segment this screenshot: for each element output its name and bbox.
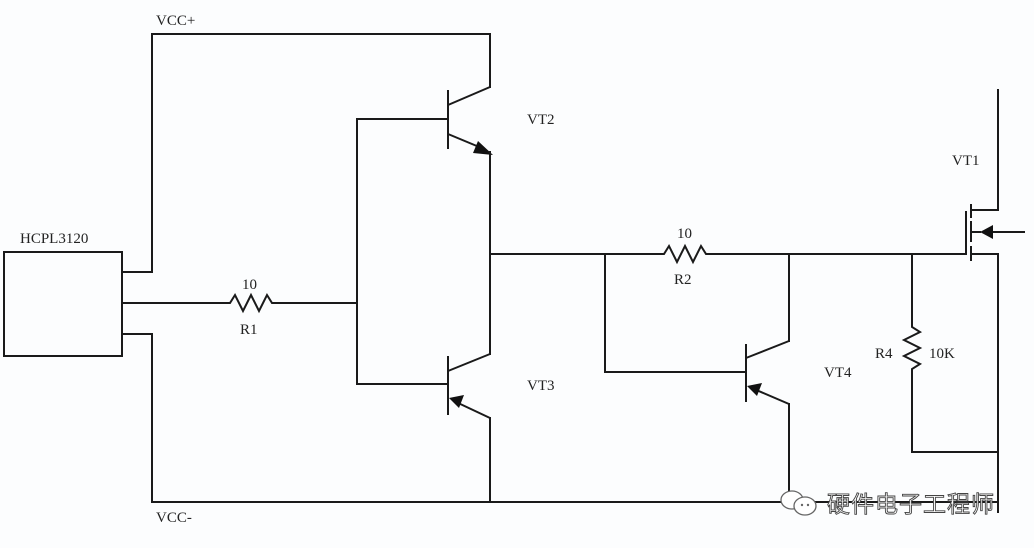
vt1-body-arrow-icon — [980, 225, 993, 239]
watermark: 硬件电子工程师 — [780, 490, 995, 518]
base-bus-wire — [356, 118, 449, 385]
r1-ref: R1 — [240, 322, 258, 338]
resistor-r1 — [226, 292, 276, 314]
vt1-label: VT1 — [952, 153, 980, 169]
vcc-positive-rail — [121, 33, 491, 273]
vcc-negative-label: VCC- — [156, 510, 192, 526]
r2-value: 10 — [677, 226, 692, 242]
vt4-base-wire — [604, 253, 747, 373]
transistor-vt4 — [745, 253, 790, 405]
driver-ic-label: HCPL3120 — [20, 231, 88, 247]
transistor-vt2 — [447, 86, 493, 255]
vt2-label: VT2 — [527, 112, 555, 128]
mosfet-vt1 — [965, 89, 1025, 513]
vcc-negative-rail — [121, 333, 999, 503]
vt2-emitter-arrow-icon — [473, 141, 493, 155]
r1-value: 10 — [242, 277, 257, 293]
watermark-text: 硬件电子工程师 — [827, 492, 995, 518]
driver-ic-hcpl3120 — [3, 251, 123, 357]
vcc-positive-label: VCC+ — [156, 13, 195, 29]
r4-ref: R4 — [875, 346, 893, 362]
vt3-label: VT3 — [527, 378, 555, 394]
r2-ref: R2 — [674, 272, 692, 288]
transistor-vt3 — [447, 253, 491, 419]
resistor-r4 — [901, 253, 999, 453]
resistor-r2 — [660, 243, 710, 265]
vt4-label: VT4 — [824, 365, 852, 381]
wechat-icon — [780, 490, 817, 516]
vt3-emitter-arrow-icon — [449, 395, 464, 408]
vt4-emitter-arrow-icon — [747, 383, 762, 396]
r4-value: 10K — [929, 346, 955, 362]
